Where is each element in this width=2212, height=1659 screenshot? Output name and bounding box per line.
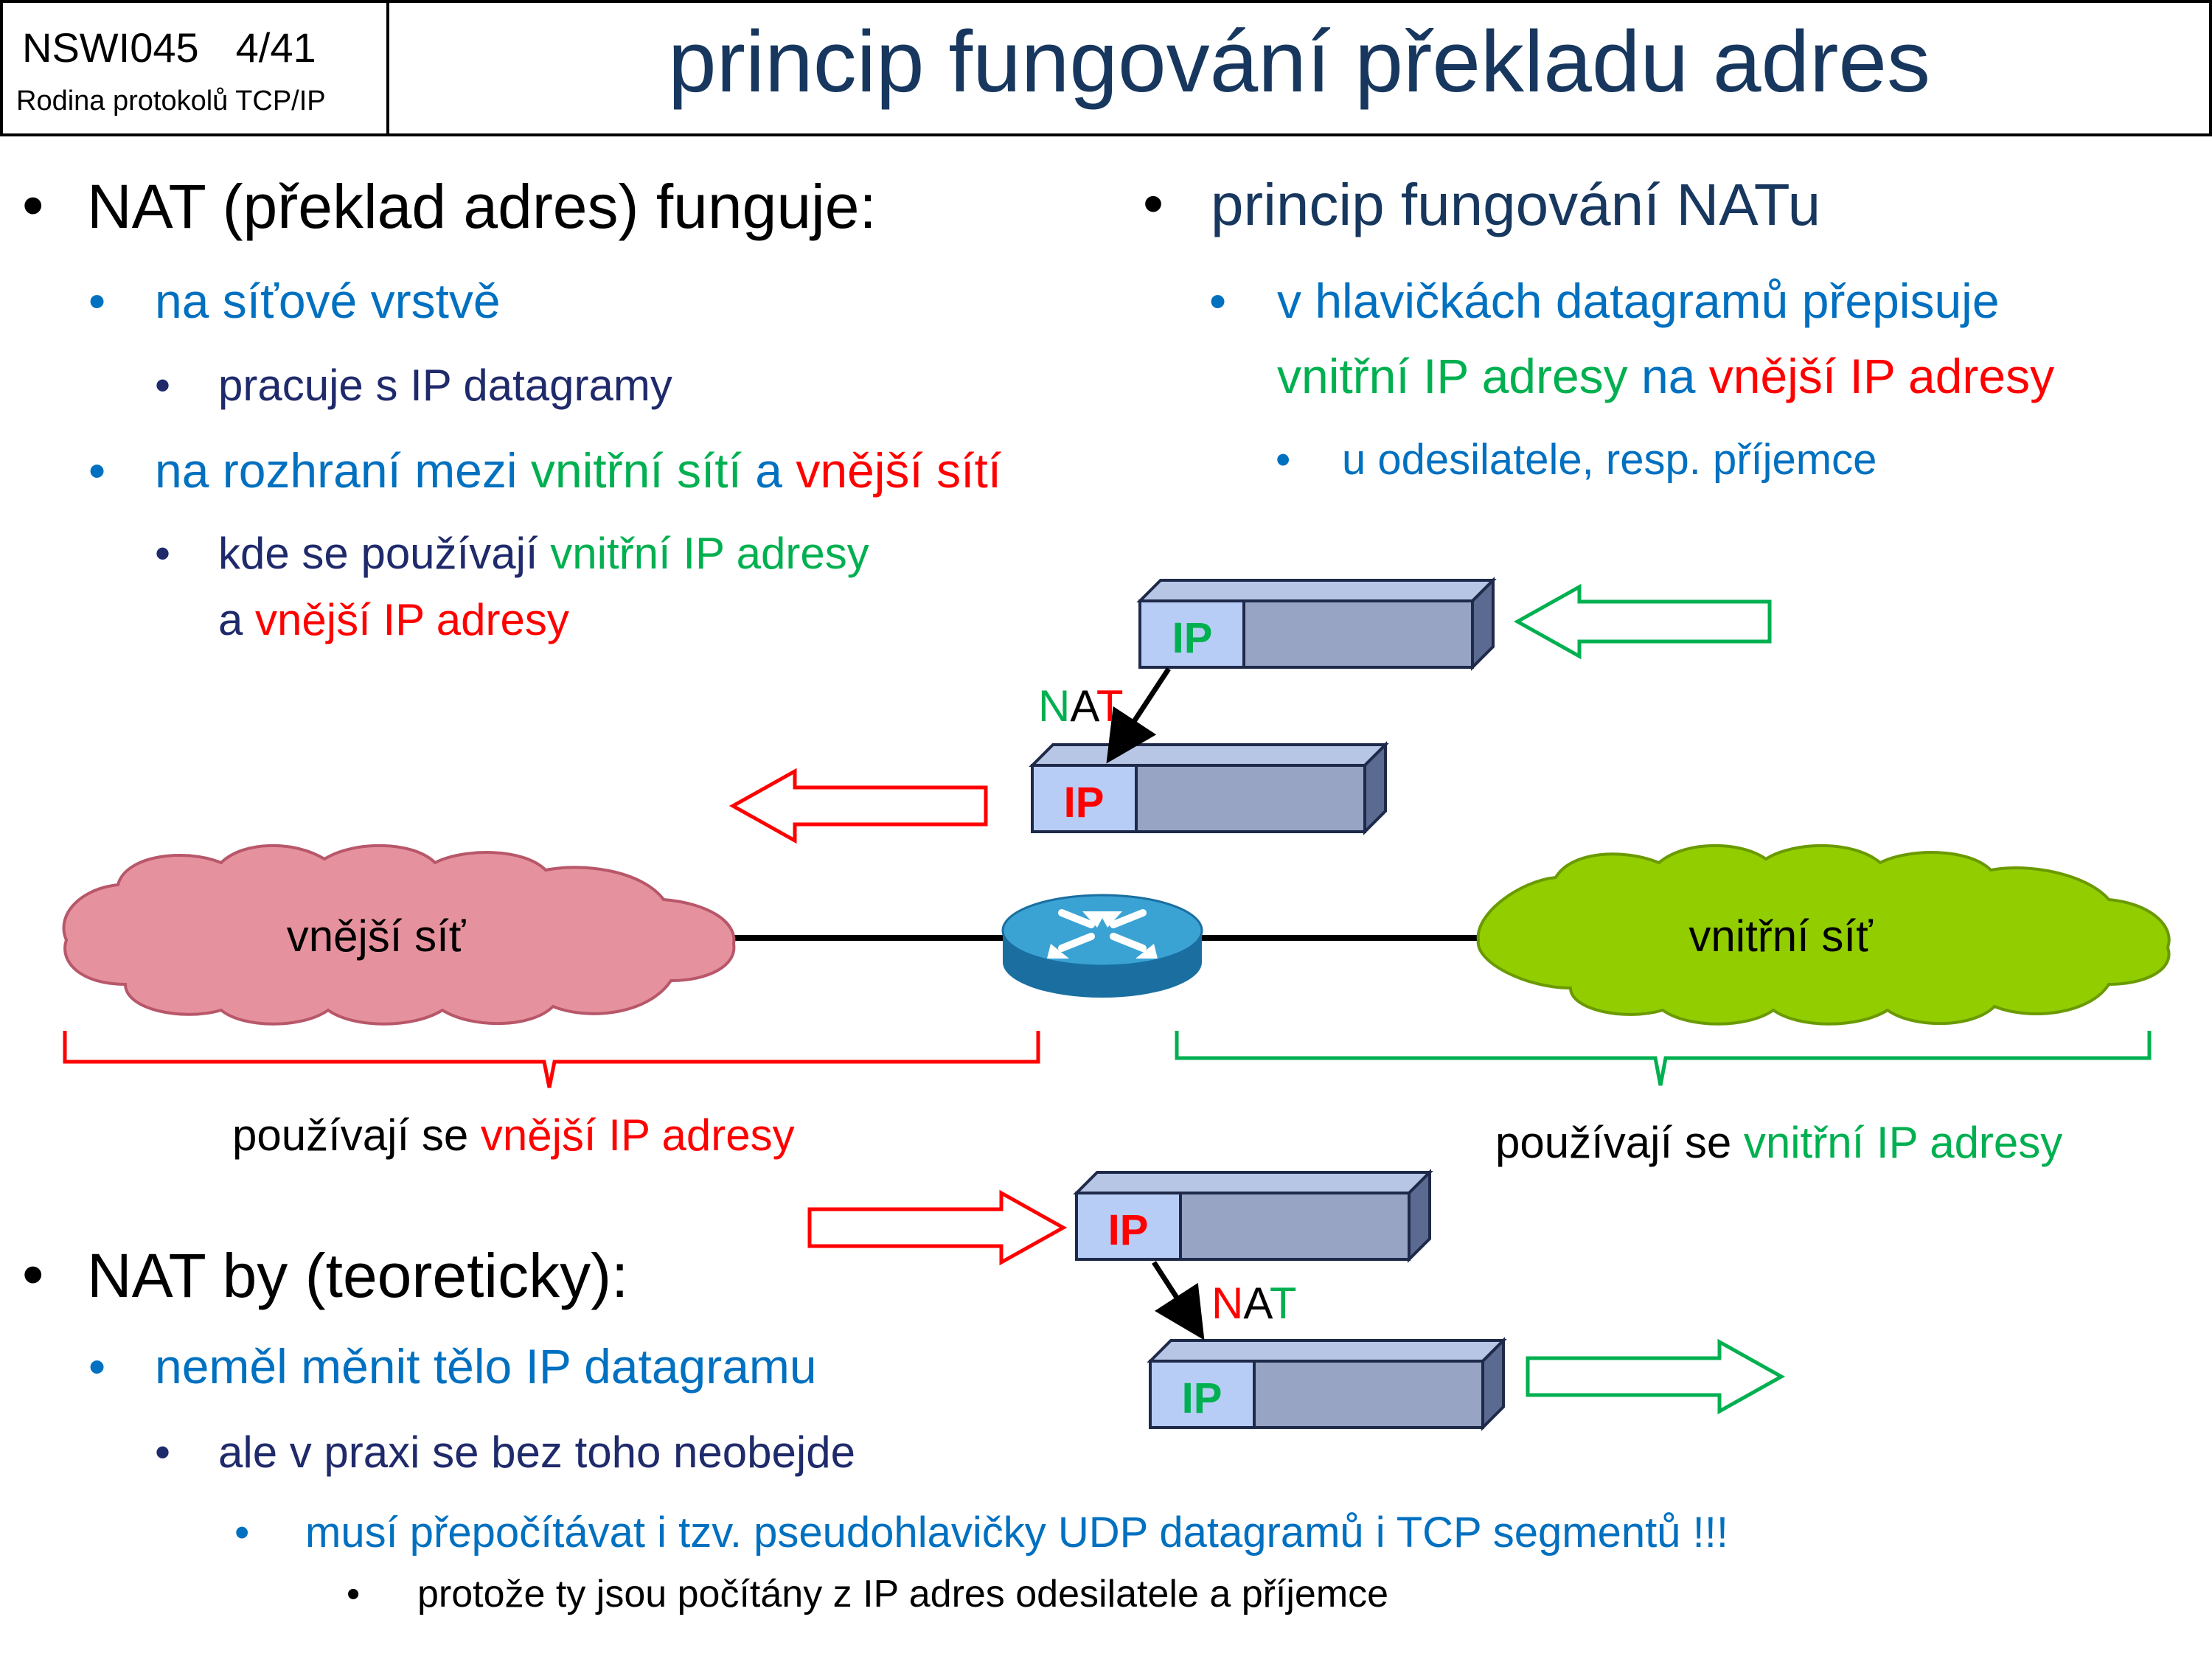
arrow-incoming-green-left xyxy=(1513,583,1772,660)
packet-translated-top xyxy=(1029,741,1389,835)
title-box: princip fungování překladu adres xyxy=(389,0,2212,136)
nat-works-heading: NAT (překlad adres) funguje: xyxy=(87,172,877,241)
inner-network-cloud xyxy=(1476,844,2171,1026)
packet-translated-bottom xyxy=(1147,1337,1507,1431)
nat-arrow-bottom xyxy=(1152,1261,1205,1340)
packet-ip-label: IP xyxy=(1182,1374,1222,1422)
where-used-line2: a vnější IP adresy xyxy=(218,595,569,644)
works-ip-text: pracuje s IP datagramy xyxy=(218,361,672,410)
not-change-text: neměl měnit tělo IP datagramu xyxy=(155,1339,817,1394)
where-used-line1: kde se používají vnitřní IP adresy xyxy=(218,529,869,578)
must-recompute-text: musí přepočítávat i tzv. pseudohlavičky … xyxy=(305,1509,1728,1557)
packet-ip-label: IP xyxy=(1172,614,1213,662)
outer-uses-label: používají se vnější IP adresy xyxy=(232,1110,795,1160)
nat-label-bottom: NAT xyxy=(1211,1279,1297,1328)
packet-ip-label: IP xyxy=(1064,779,1105,827)
but-practice-text: ale v praxi se bez toho neobejde xyxy=(218,1427,855,1477)
bullet-dot: • xyxy=(347,1573,361,1615)
arrow-outgoing-green-right xyxy=(1526,1338,1786,1415)
page-number: 4/41 xyxy=(235,24,316,71)
packet-ip-label: IP xyxy=(1108,1206,1149,1254)
bullet-dot: • xyxy=(88,443,106,498)
bullet-dot: • xyxy=(88,274,106,328)
because-text: protože ty jsou počítány z IP adres odes… xyxy=(417,1573,1389,1615)
sender-text: u odesilatele, resp. příjemce xyxy=(1342,436,1877,484)
inner-uses-label: používají se vnitřní IP adresy xyxy=(1495,1118,2062,1167)
outer-network-cloud xyxy=(62,844,736,1026)
bullet-dot: • xyxy=(234,1509,250,1557)
router-icon xyxy=(1001,894,1203,998)
bullet-dot: • xyxy=(22,1239,44,1309)
packet-incoming-bottom xyxy=(1073,1169,1433,1263)
course-subtitle: Rodina protokolů TCP/IP xyxy=(16,86,326,116)
course-code: NSWI045 xyxy=(22,24,199,71)
bullet-dot: • xyxy=(1143,170,1164,236)
bullet-dot: • xyxy=(155,1427,171,1477)
bullet-dot: • xyxy=(1209,274,1227,328)
bullet-dot: • xyxy=(1276,436,1291,484)
nat-should-heading: NAT by (teoreticky): xyxy=(87,1241,629,1310)
bullet-dot: • xyxy=(155,529,171,578)
inner-brace xyxy=(1175,1031,2152,1086)
course-info-box: NSWI045 4/41 Rodina protokolů TCP/IP xyxy=(0,0,389,136)
outer-network-label: vnější síť xyxy=(287,911,466,961)
arrow-outgoing-red-left xyxy=(728,768,988,844)
bullet-dot: • xyxy=(155,361,171,410)
principle-heading: princip fungování NATu xyxy=(1211,172,1821,237)
network-layer-text: na síťové vrstvě xyxy=(155,274,501,328)
slide-title: princip fungování překladu adres xyxy=(667,13,1931,111)
bullet-dot: • xyxy=(22,170,44,240)
nat-label-top: NAT xyxy=(1038,681,1124,731)
inner-network-label: vnitřní síť xyxy=(1688,911,1873,961)
nat-arrow-top xyxy=(1106,667,1171,764)
rewrite-line2: vnitřní IP adresy na vnější IP adresy xyxy=(1277,349,2055,403)
arrow-incoming-red-right xyxy=(807,1189,1068,1266)
packet-incoming-top xyxy=(1136,577,1497,671)
outer-brace xyxy=(63,1031,1040,1088)
rewrite-line1: v hlavičkách datagramů přepisuje xyxy=(1277,274,2000,328)
course-line: NSWI045 4/41 xyxy=(22,24,316,72)
bullet-dot: • xyxy=(88,1339,106,1394)
interface-text: na rozhraní mezi vnitřní sítí a vnější s… xyxy=(155,443,1002,498)
